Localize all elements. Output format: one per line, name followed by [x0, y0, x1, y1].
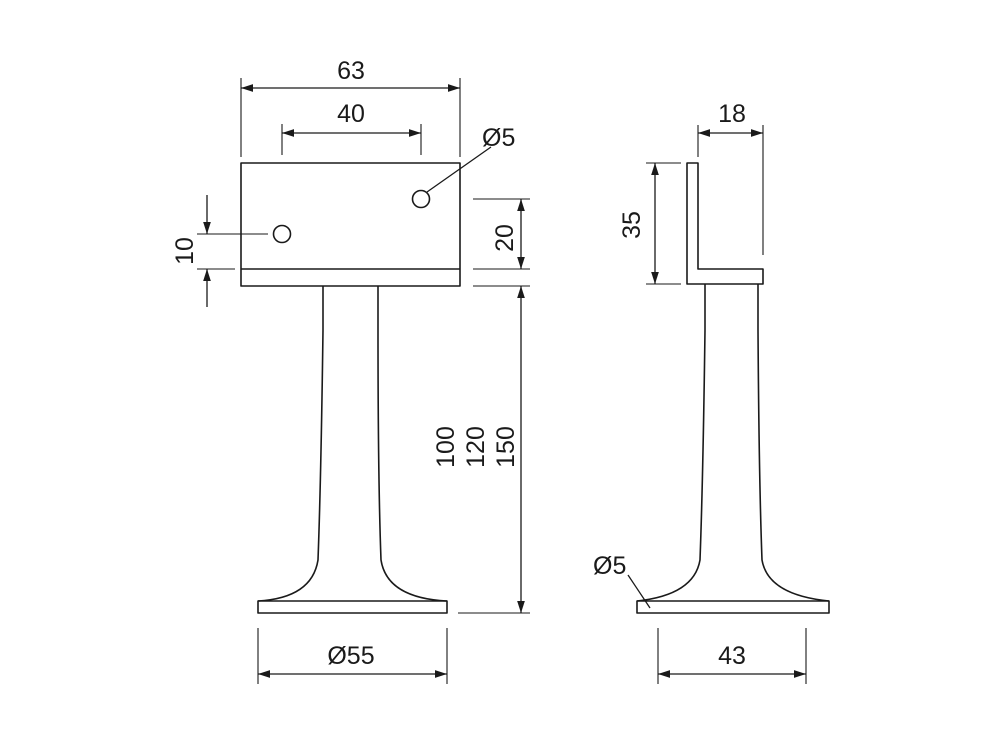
hole-leader-front — [426, 146, 492, 193]
dim-35-label: 35 — [618, 211, 646, 239]
dim-10-label: 10 — [171, 237, 199, 265]
hole-diameter-label-side: Ø5 — [593, 552, 626, 580]
dim-43-label: 43 — [718, 642, 746, 670]
front-view — [240, 162, 461, 614]
dim-20-label: 20 — [491, 224, 519, 252]
front-hole-left — [272, 224, 292, 244]
dim-40-label: 40 — [337, 100, 365, 128]
front-hole-right — [411, 189, 431, 209]
front-plate — [240, 162, 461, 287]
side-view — [636, 162, 830, 614]
hole-diameter-label-front: Ø5 — [482, 124, 515, 152]
dim-height-label-120: 120 — [462, 426, 490, 468]
dim-63-label: 63 — [337, 57, 365, 85]
front-stem — [257, 286, 448, 614]
dim-18-label: 18 — [718, 100, 746, 128]
front-dimensions: 63 40 Ø5 10 20 100 120 150 Ø55 — [171, 57, 530, 684]
side-dimensions: 18 35 Ø5 43 — [593, 100, 807, 684]
side-bracket — [686, 162, 764, 285]
side-stem — [636, 284, 830, 614]
hole-leader-side — [627, 574, 651, 609]
dim-55-label: Ø55 — [327, 642, 374, 670]
dim-height-label-150: 150 — [492, 426, 520, 468]
dim-height-label-100: 100 — [432, 426, 460, 468]
